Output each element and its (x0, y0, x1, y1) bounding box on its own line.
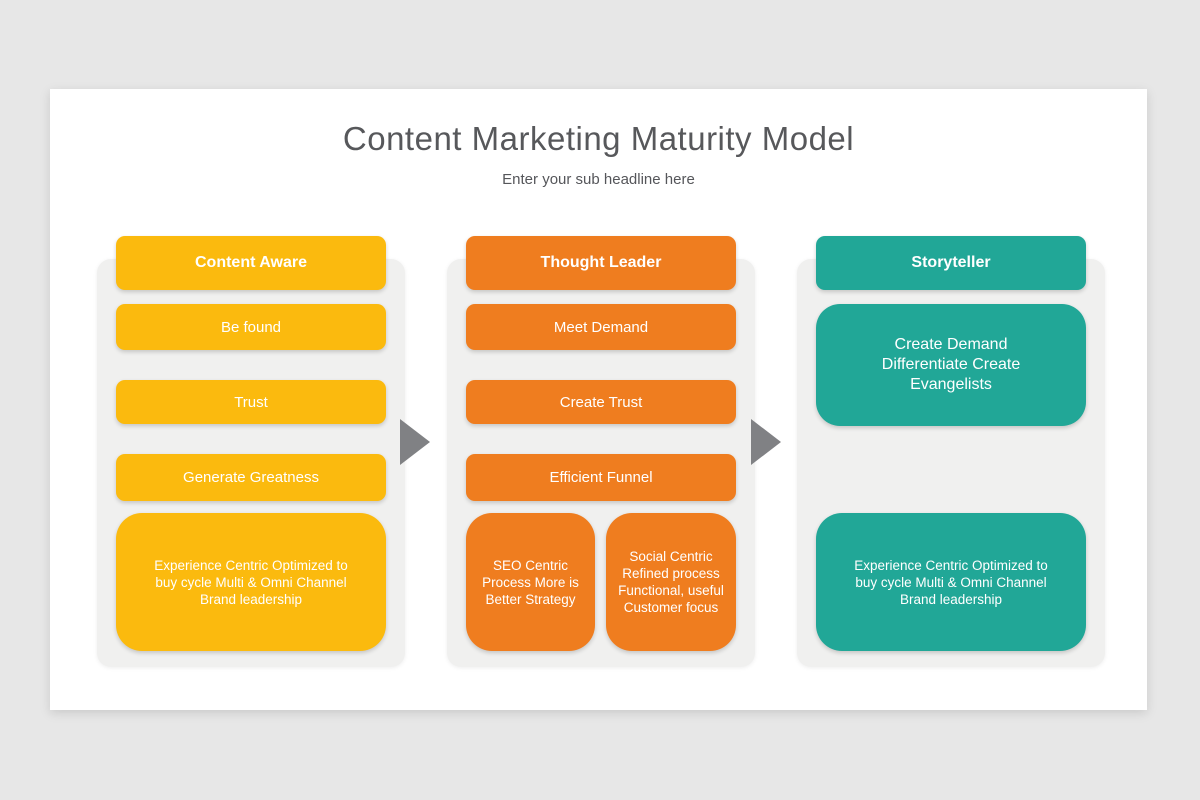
stage-summary-storyteller: Experience Centric Optimized to buy cycl… (816, 513, 1086, 651)
column-header-thought-leader: Thought Leader (466, 236, 736, 290)
stage-item-be-found: Be found (116, 304, 386, 350)
column-header-content-aware: Content Aware (116, 236, 386, 290)
stage-item-create-trust: Create Trust (466, 380, 736, 424)
column-thought-leader: Thought Leader Meet Demand Create Trust … (447, 236, 755, 667)
column-storyteller: Storyteller Create Demand Differentiate … (797, 236, 1105, 667)
stage-item-create-demand: Create Demand Differentiate Create Evang… (816, 304, 1086, 426)
arrow-right-icon (400, 419, 430, 465)
stage-summary-content-aware: Experience Centric Optimized to buy cycl… (116, 513, 386, 651)
stage-item-efficient-funnel: Efficient Funnel (466, 454, 736, 501)
stage-summary-seo-centric: SEO Centric Process More is Better Strat… (466, 513, 595, 651)
page-title: Content Marketing Maturity Model (342, 120, 855, 157)
column-content-aware: Content Aware Be found Trust Generate Gr… (97, 236, 405, 667)
page-subtitle: Enter your sub headline here (502, 171, 695, 188)
stage-item-meet-demand: Meet Demand (466, 304, 736, 350)
stage-item-generate-greatness: Generate Greatness (116, 454, 386, 501)
arrow-right-icon (751, 419, 781, 465)
stage-summary-social-centric: Social Centric Refined process Functiona… (606, 513, 736, 651)
column-header-storyteller: Storyteller (816, 236, 1086, 290)
stage-item-trust: Trust (116, 380, 386, 424)
slide-canvas: Content Marketing Maturity Model Enter y… (50, 89, 1147, 710)
